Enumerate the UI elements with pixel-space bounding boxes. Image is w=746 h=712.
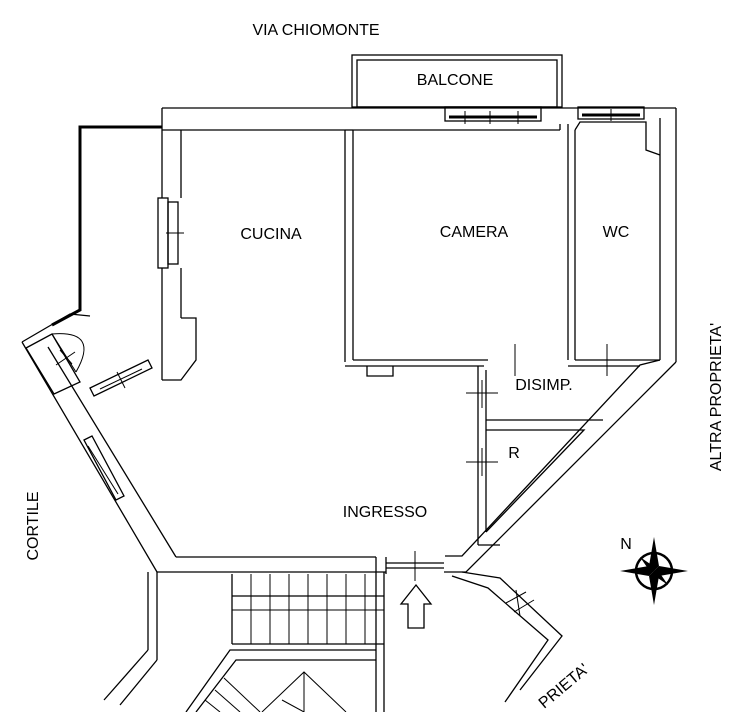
courtyard-label: CORTILE [25,491,42,560]
hallway-door [466,380,498,408]
neighbor-east-label: ALTRA PROPRIETA' [708,323,725,471]
compass-north-letter: N [620,536,632,553]
street-label: VIA CHIOMONTE [252,22,379,39]
bathroom-window [577,106,645,121]
kitchen-label: CUCINA [240,226,302,243]
bedroom-window [444,106,542,124]
compass-rose-icon: N [620,536,688,605]
neighbor-structure [451,571,563,703]
neighbor-south-label: PRIETA' [536,661,593,712]
outer-walls [21,107,677,574]
courtyard-boundary [51,125,162,327]
closet-label: R [508,445,520,462]
staircase [103,572,385,712]
west-door [25,333,85,395]
entrance-label: INGRESSO [343,504,427,521]
entrance-door [386,551,444,581]
kitchen-window [157,197,184,269]
hallway-label: DISIMP. [515,377,573,394]
west-window-1 [89,359,153,397]
balcony-label: BALCONE [417,72,493,89]
entrance-arrow-icon [399,583,433,629]
interior-walls [344,121,661,546]
closet-door [466,448,498,476]
west-window-2 [83,435,125,501]
bathroom-label: WC [603,224,630,241]
bedroom-label: CAMERA [440,224,509,241]
